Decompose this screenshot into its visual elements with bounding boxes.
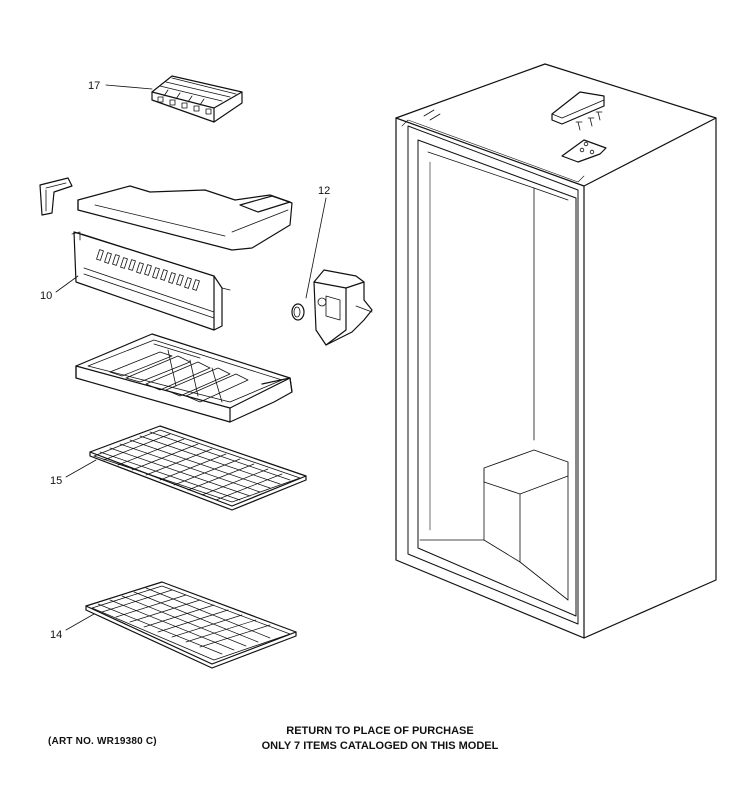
small-pad bbox=[39, 177, 73, 216]
footer-note-line-2: ONLY 7 ITEMS CATALOGED ON THIS MODEL bbox=[261, 740, 499, 752]
callout-12: 12 bbox=[318, 185, 330, 197]
callout-15: 15 bbox=[50, 475, 62, 487]
front-panel bbox=[71, 231, 231, 331]
callout-line-12 bbox=[305, 197, 327, 299]
footer-note: RETURN TO PLACE OF PURCHASE ONLY 7 ITEMS… bbox=[220, 724, 540, 754]
wire-shelf-upper bbox=[89, 425, 307, 511]
callout-line-17 bbox=[105, 84, 153, 90]
callout-14: 14 bbox=[50, 629, 62, 641]
callout-line-15 bbox=[65, 459, 97, 478]
callout-17: 17 bbox=[88, 80, 100, 92]
ice-cube-tray bbox=[151, 75, 243, 123]
ice-tray-drawer bbox=[75, 333, 293, 423]
footer-note-line-1: RETURN TO PLACE OF PURCHASE bbox=[286, 725, 474, 737]
thermostat-control bbox=[291, 269, 373, 346]
callout-line-14 bbox=[65, 613, 95, 631]
refrigerator-cabinet bbox=[395, 63, 717, 639]
callout-line-10 bbox=[55, 275, 79, 293]
wire-shelf-lower bbox=[85, 581, 297, 669]
evaporator-cover bbox=[77, 185, 293, 251]
callout-10: 10 bbox=[40, 290, 52, 302]
art-number: (ART NO. WR19380 C) bbox=[48, 736, 157, 747]
